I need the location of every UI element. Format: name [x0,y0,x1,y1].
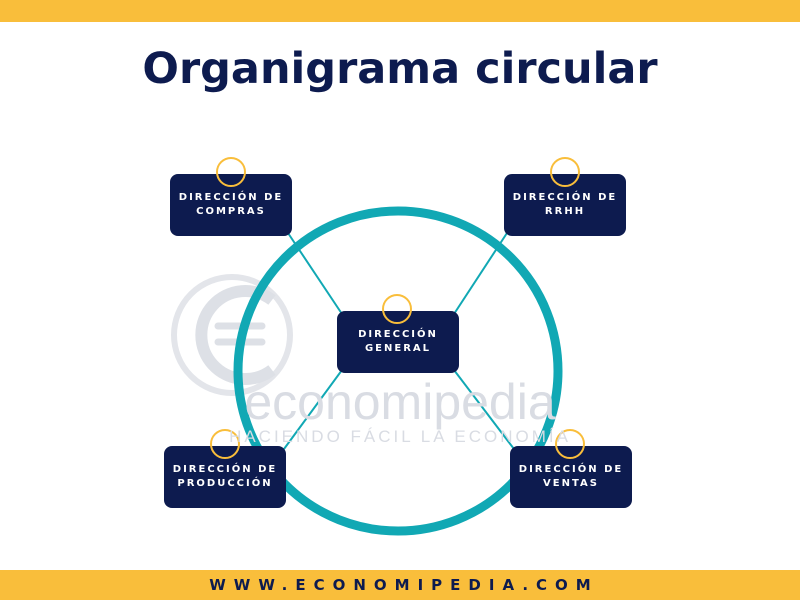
node-label: DIRECCIÓN DE PRODUCCIÓN [172,464,278,489]
ring-icon [550,157,580,187]
node-label: DIRECCIÓN DE COMPRAS [178,192,284,217]
node-rrhh: DIRECCIÓN DE RRHH [504,174,626,236]
connector-rrhh [453,232,508,315]
watermark-tagline: HACIENDO FÁCIL LA ECONOMÍA [229,427,571,446]
node-label: DIRECCIÓN DE RRHH [512,192,618,217]
connector-ventas [453,369,515,450]
connector-compras [287,232,343,315]
ring-icon [382,294,412,324]
ring-icon [555,429,585,459]
ring-icon [210,429,240,459]
top-accent-bar [0,0,800,22]
node-label: DIRECCIÓN GENERAL [358,329,438,354]
footer-bar: WWW.ECONOMIPEDIA.COM [0,570,800,600]
org-circle [233,206,563,536]
watermark-brand: economipedia [244,374,556,430]
connector-produccion [283,369,343,450]
ring-icon [216,157,246,187]
node-label: DIRECCIÓN DE VENTAS [518,464,624,489]
footer-url: WWW.ECONOMIPEDIA.COM [209,576,599,594]
page-title: Organigrama circular [142,44,658,94]
